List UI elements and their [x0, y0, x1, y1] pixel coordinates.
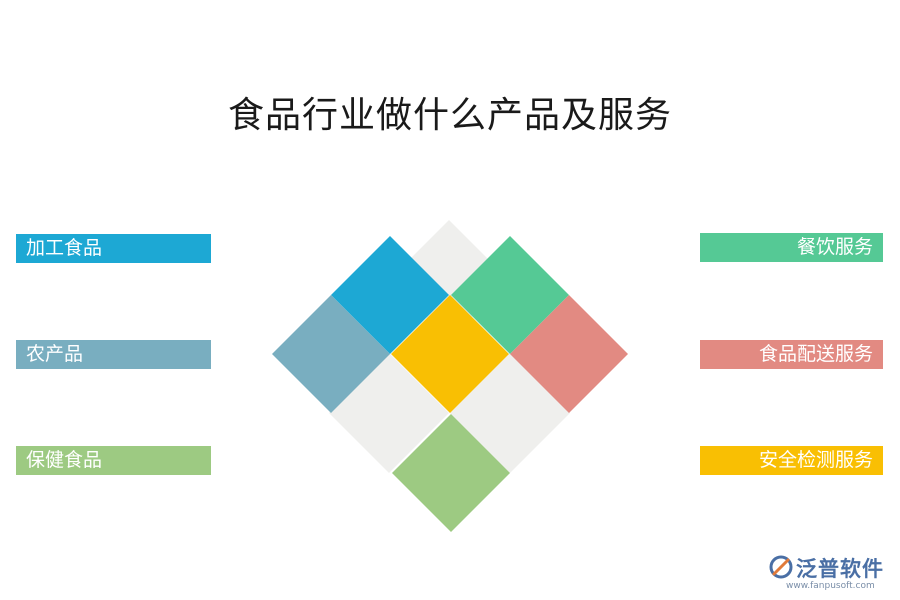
logo-name: 泛普软件 — [796, 557, 884, 581]
logo-url: www.fanpusoft.com — [786, 581, 875, 591]
diamond-bottom — [392, 414, 510, 532]
label-processed-food: 加工食品 — [16, 234, 211, 263]
logo-icon — [769, 555, 793, 579]
brand-logo: 泛普软件 www.fanpusoft.com — [768, 553, 894, 597]
diamond-mid-right — [510, 295, 628, 413]
label-safety-testing-service: 安全检测服务 — [700, 446, 883, 475]
page-title: 食品行业做什么产品及服务 — [227, 95, 672, 136]
diamond-center — [391, 295, 509, 413]
label-catering-service: 餐饮服务 — [700, 233, 883, 262]
label-health-food: 保健食品 — [16, 446, 211, 475]
diamond-mid-left — [272, 295, 390, 413]
label-agricultural-products: 农产品 — [16, 340, 211, 369]
label-food-delivery-service: 食品配送服务 — [700, 340, 883, 369]
